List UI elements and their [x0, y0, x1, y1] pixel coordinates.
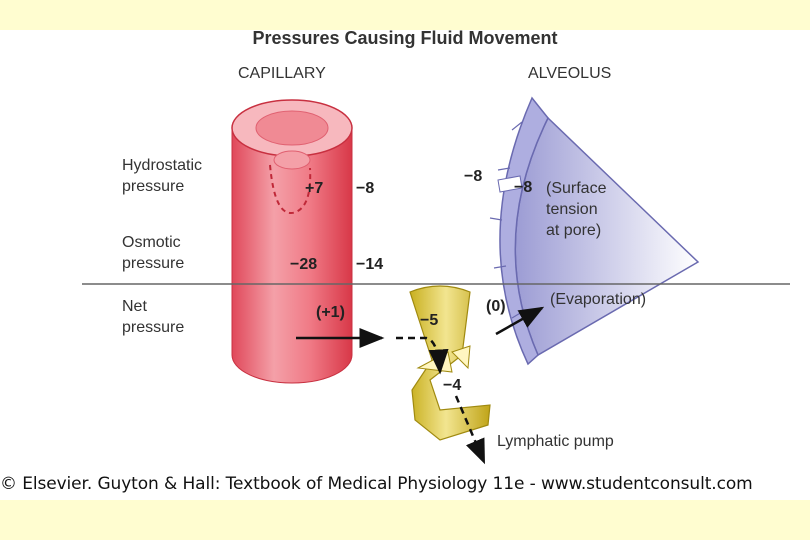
interstitial-hydrostatic-value: −8 — [356, 180, 375, 197]
bottom-band — [0, 500, 810, 540]
osmotic-label-line2: pressure — [122, 255, 185, 272]
evaporation-arrow — [495, 306, 545, 336]
lymphatic-pump-label: Lymphatic pump — [497, 433, 614, 450]
lymph-interstitial-value: −5 — [420, 312, 439, 329]
net-label-line1: Net — [122, 298, 147, 315]
interstitial-osmotic-value: −14 — [356, 256, 384, 273]
surface-tension-line2: tension — [546, 201, 598, 218]
hydrostatic-label-line2: pressure — [122, 178, 185, 195]
alveolus-wedge — [489, 96, 700, 366]
copyright-bar — [0, 470, 810, 500]
evaporation-label: (Evaporation) — [550, 291, 647, 308]
diagram-title: Pressures Causing Fluid Movement — [252, 28, 558, 48]
surface-tension-line3: at pore) — [546, 222, 602, 239]
alveolar-zero-value: (0) — [486, 298, 506, 315]
surface-tension-line1: (Surface — [546, 180, 607, 197]
interstitium-to-lymph-arrow — [396, 336, 449, 375]
hydrostatic-label-line1: Hydrostatic — [122, 157, 203, 174]
top-band — [0, 0, 810, 30]
capillary-hydrostatic-value: +7 — [305, 180, 324, 197]
alveolar-surface-value: −8 — [514, 179, 533, 196]
capillary-cylinder — [231, 99, 353, 384]
alveolus-header: ALVEOLUS — [528, 65, 612, 82]
flow-arrows — [296, 306, 545, 465]
net-pressure-value: (+1) — [316, 304, 345, 321]
copyright-text: © Elsevier. Guyton & Hall: Textbook of M… — [0, 474, 753, 494]
net-label-line2: pressure — [122, 319, 185, 336]
capillary-header: CAPILLARY — [238, 65, 326, 82]
lymph-vessel-value: −4 — [443, 377, 462, 394]
lymphatic-vessel — [409, 285, 491, 441]
capillary-osmotic-value: −28 — [290, 256, 318, 273]
alveolar-wall-value: −8 — [464, 168, 483, 185]
osmotic-label-line1: Osmotic — [122, 234, 181, 251]
